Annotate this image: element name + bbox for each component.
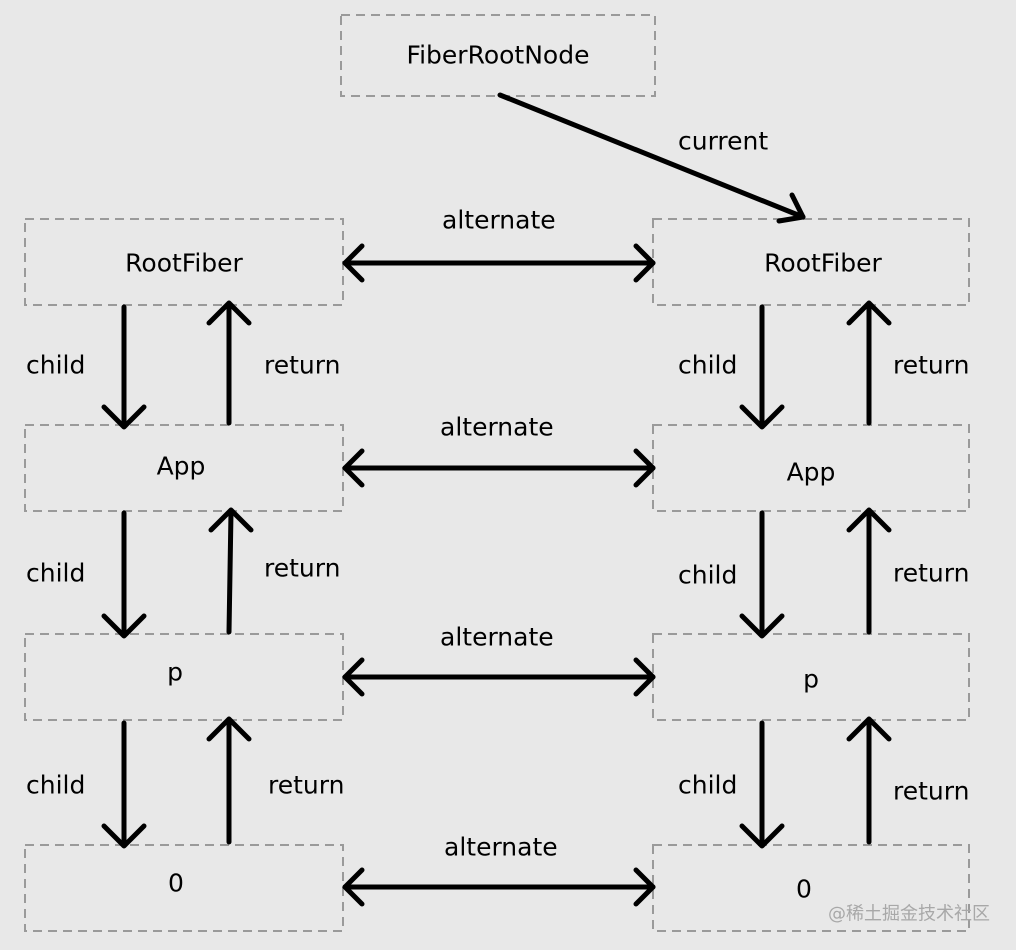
alternate-arrow-2 [342, 448, 656, 488]
node-right-root-fiber: RootFiber [652, 218, 970, 306]
node-fiber-root-node: FiberRootNode [340, 14, 656, 97]
node-label: p [803, 665, 819, 694]
alternate-label-4: alternate [444, 833, 558, 862]
node-label: 0 [796, 875, 812, 904]
right-child-label-3: child [678, 771, 737, 800]
right-return-label-3: return [893, 777, 969, 806]
node-left-root-fiber: RootFiber [24, 218, 344, 306]
alternate-label-2: alternate [440, 413, 554, 442]
node-label: p [167, 658, 183, 687]
left-child-label-2: child [26, 559, 85, 588]
node-right-app: App [652, 424, 970, 512]
node-label: RootFiber [125, 249, 243, 278]
current-label: current [678, 127, 768, 156]
left-child-arrow-2 [101, 510, 147, 639]
node-left-zero: 0 [24, 844, 344, 932]
right-child-arrow-3 [739, 720, 785, 849]
current-arrow [497, 92, 806, 224]
right-child-label-1: child [678, 351, 737, 380]
alternate-arrow-1 [342, 243, 656, 283]
node-label: 0 [168, 869, 184, 898]
alternate-arrow-4 [342, 867, 656, 907]
left-return-arrow-3 [206, 716, 252, 845]
left-child-label-3: child [26, 771, 85, 800]
alternate-arrow-3 [342, 657, 656, 697]
right-return-label-2: return [893, 559, 969, 588]
node-left-app: App [24, 424, 344, 512]
left-return-arrow-2 [208, 507, 254, 635]
node-right-zero: 0 [652, 844, 970, 932]
right-return-arrow-1 [846, 300, 892, 426]
left-child-arrow-1 [101, 304, 147, 430]
node-left-p: p [24, 633, 344, 721]
right-child-label-2: child [678, 561, 737, 590]
left-child-arrow-3 [101, 720, 147, 849]
node-label: RootFiber [764, 249, 882, 278]
left-return-label-2: return [264, 554, 340, 583]
left-child-label-1: child [26, 351, 85, 380]
node-right-p: p [652, 633, 970, 721]
watermark-text: @稀土掘金技术社区 [828, 904, 990, 925]
right-return-label-1: return [893, 351, 969, 380]
alternate-label-1: alternate [442, 206, 556, 235]
alternate-label-3: alternate [440, 623, 554, 652]
node-label: App [787, 458, 836, 487]
right-child-arrow-2 [739, 510, 785, 639]
left-return-label-3: return [268, 771, 344, 800]
right-return-arrow-2 [846, 507, 892, 635]
right-child-arrow-1 [739, 304, 785, 430]
node-label: FiberRootNode [407, 41, 590, 70]
node-label: App [157, 452, 206, 481]
right-return-arrow-3 [846, 716, 892, 845]
left-return-arrow-1 [206, 300, 252, 426]
left-return-label-1: return [264, 351, 340, 380]
